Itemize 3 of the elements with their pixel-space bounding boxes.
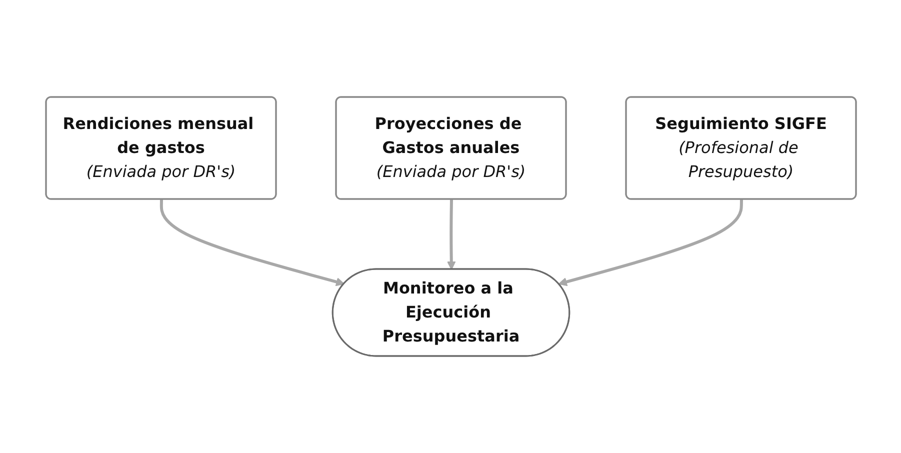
arrow bbox=[558, 199, 742, 286]
arrow bbox=[446, 199, 456, 270]
arrow bbox=[159, 199, 344, 286]
